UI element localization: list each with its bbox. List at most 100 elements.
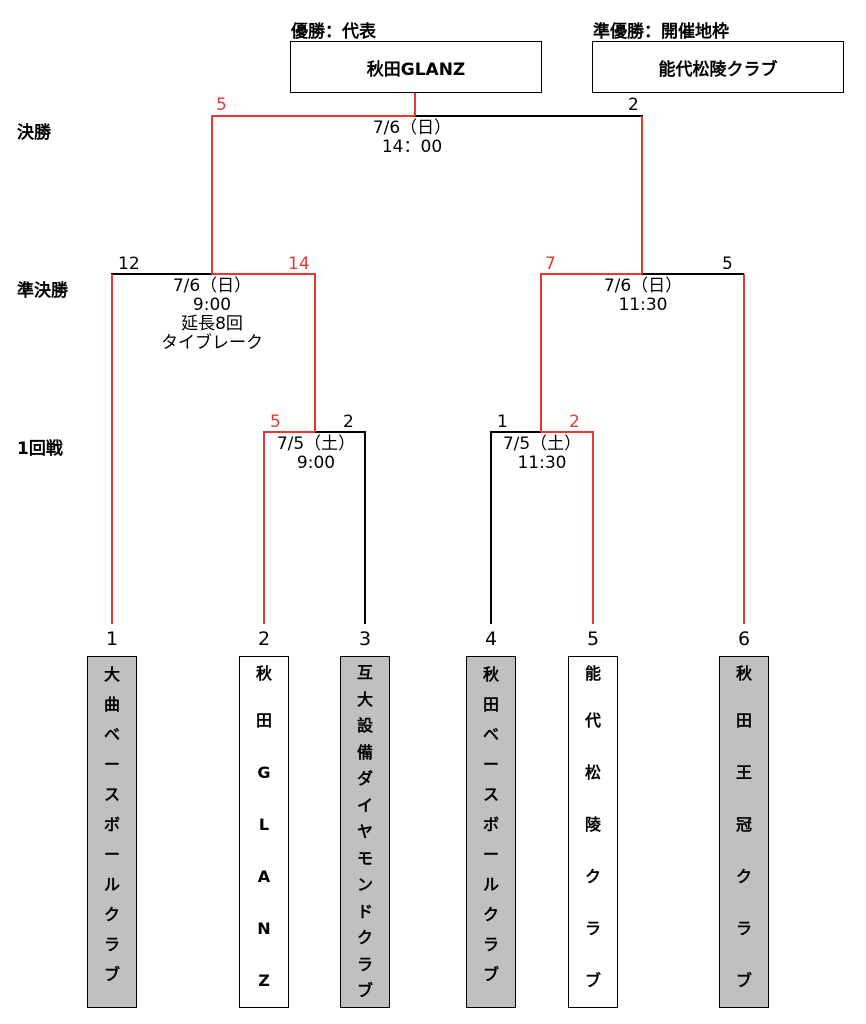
- team-char: A: [257, 867, 271, 886]
- team-char: 能: [584, 664, 601, 683]
- team-char: Z: [258, 971, 270, 990]
- team-char: ラ: [103, 935, 120, 954]
- team-char: ラ: [735, 919, 752, 938]
- r1-right-match-info: 7/5（土） 11:30: [503, 435, 581, 473]
- team-char: 田: [735, 711, 752, 730]
- team-char: ー: [482, 845, 499, 864]
- team-char: ド: [356, 901, 373, 921]
- round-label-first: 1回戦: [17, 439, 63, 459]
- line-r1right-winner: [540, 273, 642, 432]
- semi-right-date: 7/6（日）: [603, 276, 683, 296]
- r1-left-match-info: 7/5（土） 9:00: [277, 435, 355, 473]
- semi-left-right-score: 14: [288, 254, 310, 274]
- team-char: 秋: [482, 665, 499, 684]
- team-box-4: 秋 田 ベ ー ス ボ ー ル ク ラ ブ: [466, 656, 516, 1008]
- team-char: ル: [103, 875, 120, 894]
- team-char: ラ: [482, 935, 499, 954]
- semi-left-date: 7/6（日）: [172, 276, 252, 296]
- team-char: ブ: [584, 971, 601, 990]
- line-r1left-winner: [212, 273, 316, 432]
- seed-5: 5: [586, 628, 600, 650]
- team-char: ベ: [103, 725, 120, 744]
- team-char: G: [257, 763, 271, 782]
- round-label-final: 決勝: [17, 123, 51, 143]
- r1-left-date: 7/5（土）: [276, 434, 356, 454]
- runner-up-title: 準優勝：開催地枠: [593, 22, 729, 42]
- seed-1: 1: [105, 628, 119, 650]
- team-char: 陵: [584, 815, 601, 834]
- team-char: ダ: [356, 769, 373, 788]
- team-char: イ: [356, 795, 373, 815]
- semi-left-left-score: 12: [118, 254, 140, 274]
- team-char: 松: [584, 763, 601, 782]
- runner-up-team: 能代松陵クラブ: [658, 59, 778, 80]
- semi-left-note1: 延長8回: [181, 314, 243, 334]
- team-char: ブ: [735, 971, 752, 990]
- team-char: ク: [584, 867, 601, 886]
- team-char: 代: [584, 711, 601, 730]
- team-char: ス: [482, 785, 499, 804]
- team-char: ベ: [482, 725, 499, 744]
- team-char: 互: [356, 663, 373, 682]
- team-char: 王: [735, 763, 752, 782]
- semi-left-time: 9:00: [192, 295, 232, 315]
- line-team5: [541, 431, 594, 624]
- champion-box: 秋田GLANZ: [290, 41, 542, 93]
- team-char: ヤ: [356, 822, 373, 841]
- team-char: ボ: [103, 815, 120, 834]
- round-label-semifinal: 準決勝: [17, 281, 68, 301]
- champion-title: 優勝：代表: [291, 22, 376, 42]
- team-char: 秋: [255, 664, 272, 683]
- team-char: 冠: [735, 815, 752, 834]
- semi-right-right-score: 5: [722, 254, 733, 274]
- team-char: 大: [356, 689, 373, 709]
- team-char: ブ: [356, 981, 373, 1000]
- semi-left-note2: タイブレーク: [161, 333, 263, 353]
- team-char: N: [257, 919, 271, 938]
- team-char: 設: [356, 716, 373, 735]
- team-char: ー: [103, 845, 120, 864]
- line-team2: [263, 431, 315, 624]
- team-char: L: [258, 815, 270, 834]
- r1-right-right-score: 2: [569, 412, 580, 432]
- team-char: モ: [356, 848, 373, 868]
- team-char: ラ: [356, 954, 373, 974]
- seed-2: 2: [257, 628, 271, 650]
- seed-6: 6: [737, 628, 751, 650]
- team-char: 備: [356, 742, 373, 762]
- team-char: ル: [482, 875, 499, 894]
- r1-left-left-score: 5: [270, 412, 281, 432]
- team-char: ン: [356, 875, 373, 894]
- final-time: 14：00: [381, 137, 443, 157]
- final-left-score: 5: [216, 95, 227, 115]
- team-char: 秋: [735, 664, 752, 683]
- team-char: 田: [255, 711, 272, 730]
- semi-left-match-info: 7/6（日） 9:00 延長8回 タイブレーク: [161, 277, 263, 353]
- r1-right-date: 7/5（土）: [502, 434, 582, 454]
- semi-right-left-score: 7: [545, 254, 556, 274]
- team-char: 曲: [103, 695, 120, 714]
- team-char: ス: [103, 785, 120, 804]
- r1-left-time: 9:00: [296, 453, 336, 473]
- semi-right-match-info: 7/6（日） 11:30: [604, 277, 682, 315]
- team-box-5: 能 代 松 陵 ク ラ ブ: [568, 656, 618, 1008]
- seed-3: 3: [358, 628, 372, 650]
- team-char: ク: [356, 928, 373, 947]
- team-char: ー: [103, 755, 120, 774]
- runner-up-box: 能代松陵クラブ: [592, 41, 844, 93]
- team-char: ブ: [482, 965, 499, 984]
- team-char: ク: [103, 905, 120, 924]
- seed-4: 4: [484, 628, 498, 650]
- line-semi-left-winner: [211, 115, 415, 274]
- final-right-score: 2: [628, 95, 639, 115]
- r1-right-left-score: 1: [497, 412, 508, 432]
- team-char: ー: [482, 755, 499, 774]
- team-char: ク: [482, 905, 499, 924]
- team-box-2: 秋 田 G L A N Z: [239, 656, 289, 1008]
- team-char: 田: [482, 695, 499, 714]
- team-char: ク: [735, 867, 752, 886]
- line-team3: [315, 431, 366, 624]
- team-char: ボ: [482, 815, 499, 834]
- line-team4: [490, 431, 541, 624]
- r1-left-right-score: 2: [343, 412, 354, 432]
